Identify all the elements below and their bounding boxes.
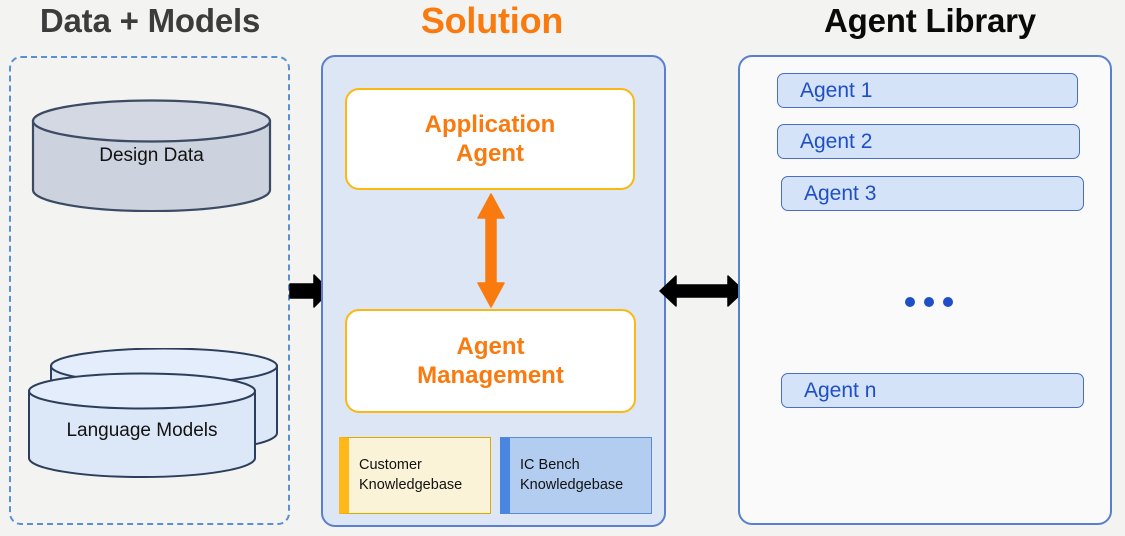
customer-kb-line2: Knowledgebase	[359, 476, 463, 493]
page-title-data-models: Data + Models	[39, 2, 261, 39]
application-agent-line2: Agent	[455, 140, 524, 167]
application-agent-box[interactable]: Application Agent	[345, 88, 635, 190]
ic-bench-kb-line1: IC Bench	[520, 457, 580, 474]
page-title-solution: Solution	[420, 0, 564, 41]
bidirectional-arrow-vertical-icon	[470, 192, 512, 309]
agent-3-label: Agent 3	[804, 181, 877, 205]
application-agent-label: Application Agent	[425, 110, 556, 169]
agent-management-label: Agent Management	[417, 332, 564, 391]
agent-library-item-2[interactable]: Agent 2	[777, 124, 1080, 159]
ellipsis-dot-3	[943, 297, 953, 307]
ellipsis-icon	[905, 294, 975, 310]
agent-library-item-3[interactable]: Agent 3	[781, 176, 1084, 211]
ellipsis-dot-1	[905, 297, 915, 307]
agent-n-label: Agent n	[804, 378, 877, 402]
agent-management-line2: Management	[417, 362, 564, 389]
design-data-cylinder: Design Data	[30, 99, 273, 213]
language-models-cylinder: Language Models	[26, 347, 280, 485]
ic-bench-kb-line2: Knowledgebase	[520, 476, 624, 493]
cylinder-shape	[31, 99, 272, 213]
page-title-agent-library: Agent Library	[824, 2, 1036, 39]
customer-knowledgebase-box[interactable]: Customer Knowledgebase	[339, 437, 491, 514]
agent-library-item-n[interactable]: Agent n	[781, 373, 1084, 408]
ellipsis-dot-2	[924, 297, 934, 307]
ic-bench-knowledgebase-box[interactable]: IC Bench Knowledgebase	[500, 437, 652, 514]
customer-kb-line1: Customer	[359, 457, 422, 474]
panel-data-models	[9, 56, 290, 525]
double-cylinder-shape	[28, 347, 278, 478]
agent-1-label: Agent 1	[800, 78, 873, 102]
customer-knowledgebase-label: Customer Knowledgebase	[349, 456, 462, 494]
ic-bench-knowledgebase-label: IC Bench Knowledgebase	[510, 456, 623, 494]
agent-library-item-1[interactable]: Agent 1	[777, 73, 1078, 108]
agent-management-line1: Agent	[456, 332, 525, 360]
agent-management-box[interactable]: Agent Management	[345, 309, 636, 413]
arrow-solution-to-library-icon	[658, 272, 746, 310]
agent-2-label: Agent 2	[800, 129, 873, 153]
application-agent-line1: Application	[424, 110, 556, 138]
